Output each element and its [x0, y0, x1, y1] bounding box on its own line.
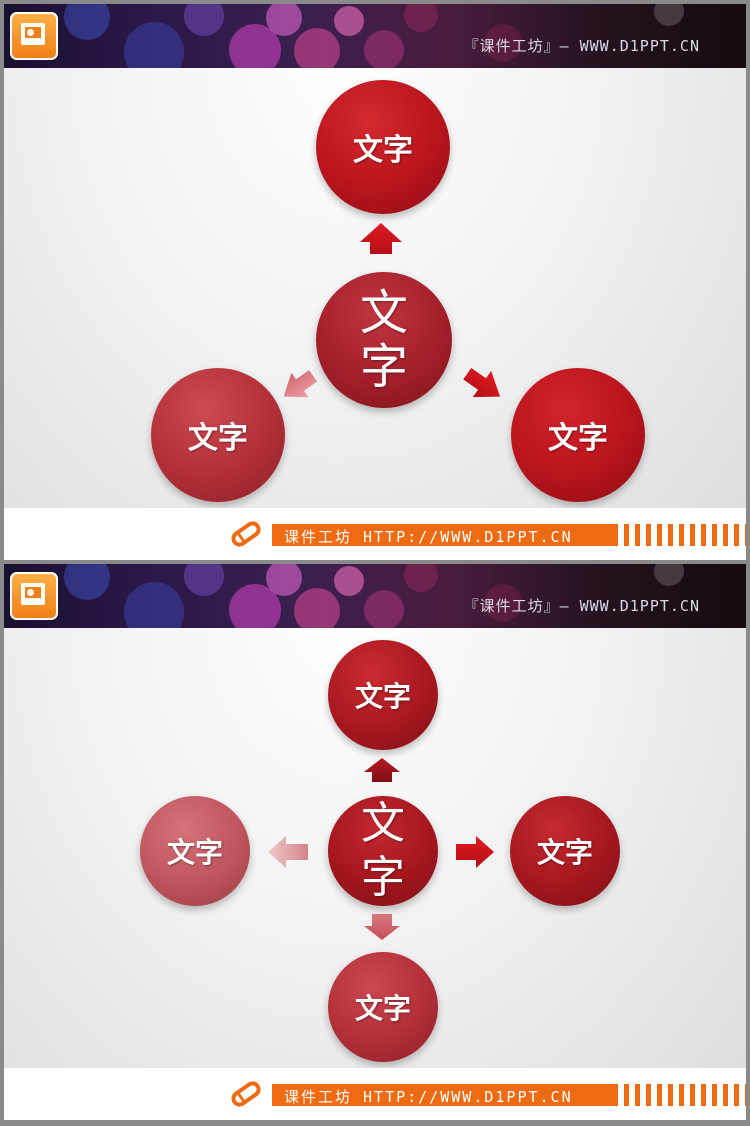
node-top-label: 文字	[354, 680, 411, 713]
arrow-right-icon	[456, 836, 494, 868]
slide-1: 『课件工坊』— WWW.D1PPT.CN 文字	[4, 4, 746, 560]
header-banner: 『课件工坊』— WWW.D1PPT.CN	[4, 564, 746, 628]
diagram-arrows	[283, 223, 501, 398]
footer-bar	[272, 1084, 618, 1106]
footer: 课件工坊 HTTP://WWW.D1PPT.CN	[4, 1068, 746, 1120]
arrow-up-icon	[360, 223, 402, 254]
footer-stripes	[624, 524, 746, 546]
node-center: 文字	[328, 796, 438, 906]
footer-bar	[272, 524, 618, 546]
presentation-logo-icon	[10, 12, 58, 60]
node-center-label: 文字	[359, 285, 408, 395]
node-top: 文字	[328, 640, 438, 750]
arrow-down-icon	[364, 914, 400, 940]
node-left: 文字	[140, 796, 250, 906]
node-bottom-label: 文字	[354, 992, 411, 1025]
node-bottom-left: 文字	[151, 368, 285, 502]
node-bottom-right-label: 文字	[548, 421, 608, 456]
arrow-up-icon	[364, 758, 400, 782]
node-right: 文字	[510, 796, 620, 906]
footer-text: 课件工坊 HTTP://WWW.D1PPT.CN	[284, 528, 573, 546]
site-header-text: 『课件工坊』— WWW.D1PPT.CN	[463, 597, 700, 615]
node-center: 文字	[316, 272, 452, 408]
site-header-text: 『课件工坊』— WWW.D1PPT.CN	[463, 37, 700, 55]
header-banner: 『课件工坊』— WWW.D1PPT.CN	[4, 4, 746, 68]
arrow-left-icon	[268, 836, 308, 868]
pencil-icon	[231, 521, 261, 547]
radial-diagram: 文字 文字 文字 文字	[4, 68, 746, 508]
node-right-label: 文字	[536, 836, 593, 869]
arrow-right-down-icon	[463, 367, 501, 398]
node-bottom-left-label: 文字	[188, 421, 248, 456]
node-top: 文字	[316, 80, 450, 214]
presentation-logo-icon	[10, 572, 58, 620]
node-bottom-right: 文字	[511, 368, 645, 502]
footer-text: 课件工坊 HTTP://WWW.D1PPT.CN	[284, 1088, 573, 1106]
footer: 课件工坊 HTTP://WWW.D1PPT.CN	[4, 508, 746, 560]
node-left-label: 文字	[166, 836, 223, 869]
node-bottom: 文字	[328, 952, 438, 1062]
radial-diagram: 文字 文字 文字 文字 文字	[4, 628, 746, 1068]
diagram-arrows	[268, 758, 494, 940]
pencil-icon	[231, 1081, 261, 1107]
arrow-left-down-icon	[283, 370, 318, 398]
slide-divider	[0, 560, 750, 564]
slide-2: 『课件工坊』— WWW.D1PPT.CN	[4, 564, 746, 1120]
footer-stripes	[624, 1084, 746, 1106]
node-center-label: 文字	[361, 798, 405, 903]
node-top-label: 文字	[353, 133, 413, 168]
